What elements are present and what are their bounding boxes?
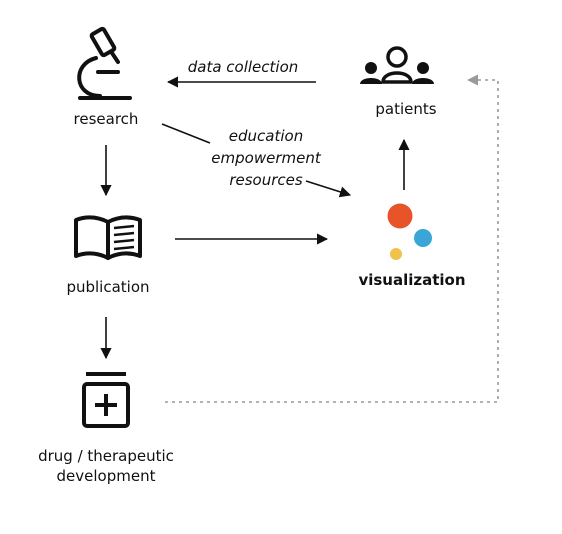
orange-dot bbox=[387, 203, 413, 229]
yellow-dot bbox=[390, 248, 402, 260]
empowerment-label: empowerment bbox=[211, 149, 321, 167]
people-group-icon bbox=[360, 46, 434, 84]
publication-label: publication bbox=[66, 278, 150, 296]
microscope-icon bbox=[77, 26, 132, 100]
research-label: research bbox=[73, 110, 139, 128]
blue-dot bbox=[414, 229, 432, 247]
data-collection-label: data collection bbox=[187, 58, 299, 76]
education-label: education bbox=[228, 127, 304, 145]
patients-label: patients bbox=[375, 100, 437, 118]
drug-label-line1: drug / therapeutic bbox=[38, 447, 174, 465]
medicine-bottle-icon bbox=[82, 372, 130, 428]
dots-icon bbox=[387, 203, 432, 260]
visualization-label: visualization bbox=[358, 271, 466, 289]
book-icon bbox=[74, 215, 142, 260]
arrow-labels-to-visualization bbox=[305, 180, 352, 198]
drug-label-line2: development bbox=[56, 467, 156, 485]
line-research-to-labels bbox=[161, 123, 211, 144]
resources-label: resources bbox=[229, 171, 303, 189]
